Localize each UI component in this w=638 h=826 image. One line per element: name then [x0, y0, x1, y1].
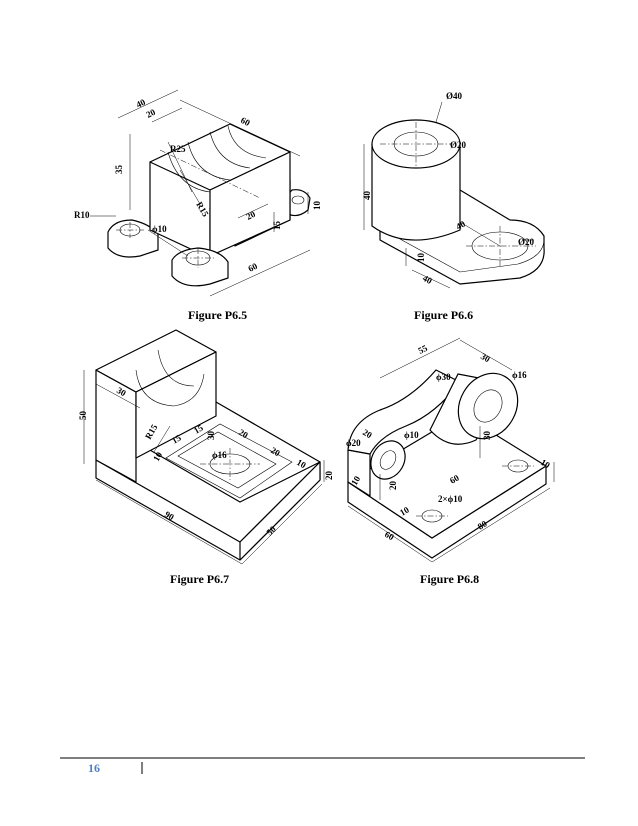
- dim-30: 30: [479, 351, 492, 364]
- dim-phi20: ϕ20: [346, 438, 361, 448]
- dim-20c: 20: [324, 471, 334, 481]
- figure-p6-5: 40 20 60 35 R25 R15 R10 ϕ10 20 15 10 60 …: [60, 80, 330, 322]
- dim-55: 55: [416, 343, 429, 356]
- dim-40: 40: [134, 97, 147, 110]
- caption-p6-5: Figure P6.5: [188, 308, 248, 322]
- caption-p6-6: Figure P6.6: [414, 308, 474, 322]
- figure-p6-7-drawing: 50 30 R15 10 15 15 20 20 10 20 30 ϕ16 90…: [78, 329, 334, 565]
- dim-o20b: Ø20: [518, 237, 535, 247]
- dim-10: 10: [416, 253, 426, 263]
- caption-p6-7: Figure P6.7: [170, 572, 230, 586]
- figure-p6-5-drawing: 40 20 60 35 R25 R15 R10 ϕ10 20 15 10 60: [74, 89, 322, 297]
- dim-phi30: ϕ30: [436, 372, 451, 382]
- dim-40a: 40: [362, 191, 372, 201]
- dim-20b: 20: [388, 481, 398, 491]
- dim-phi16: ϕ16: [212, 450, 227, 460]
- figure-p6-8: 55 30 ϕ30 ϕ16 ϕ10 20 ϕ20 30 10 20 60 2×ϕ…: [340, 330, 580, 590]
- dim-30b: 30: [206, 431, 216, 441]
- caption-p6-8: Figure P6.8: [420, 572, 480, 586]
- dim-20: 20: [144, 107, 157, 120]
- dim-35: 35: [114, 165, 124, 175]
- dim-60: 60: [239, 115, 252, 128]
- dim-phi16: ϕ16: [512, 370, 527, 380]
- dim-r10: R10: [74, 210, 90, 220]
- dim-15: 15: [272, 221, 282, 231]
- dim-2phi10: 2×ϕ10: [438, 494, 463, 504]
- dim-o20a: Ø20: [450, 140, 467, 150]
- footer-separator: [141, 762, 143, 774]
- figure-p6-6: Ø40 Ø20 40 40 Ø20 10 40 Figure P6.6: [350, 80, 580, 322]
- dim-10: 10: [312, 201, 322, 211]
- figure-p6-6-drawing: Ø40 Ø20 40 40 Ø20 10 40: [362, 91, 545, 289]
- figure-p6-7: 50 30 R15 10 15 15 20 20 10 20 30 ϕ16 90…: [70, 329, 340, 590]
- dim-30b: 30: [482, 431, 492, 441]
- footer-rule: [60, 757, 585, 759]
- dim-o40: Ø40: [446, 91, 463, 101]
- dim-40c: 40: [421, 273, 434, 286]
- dim-phi10: ϕ10: [404, 430, 419, 440]
- dim-r25: R25: [170, 144, 186, 154]
- figure-p6-8-drawing: 55 30 ϕ30 ϕ16 ϕ10 20 ϕ20 30 10 20 60 2×ϕ…: [346, 337, 555, 563]
- dim-50: 50: [78, 411, 88, 421]
- dim-60b: 60: [246, 261, 259, 274]
- dim-phi10: ϕ10: [152, 224, 167, 234]
- page-number: 16: [88, 761, 100, 775]
